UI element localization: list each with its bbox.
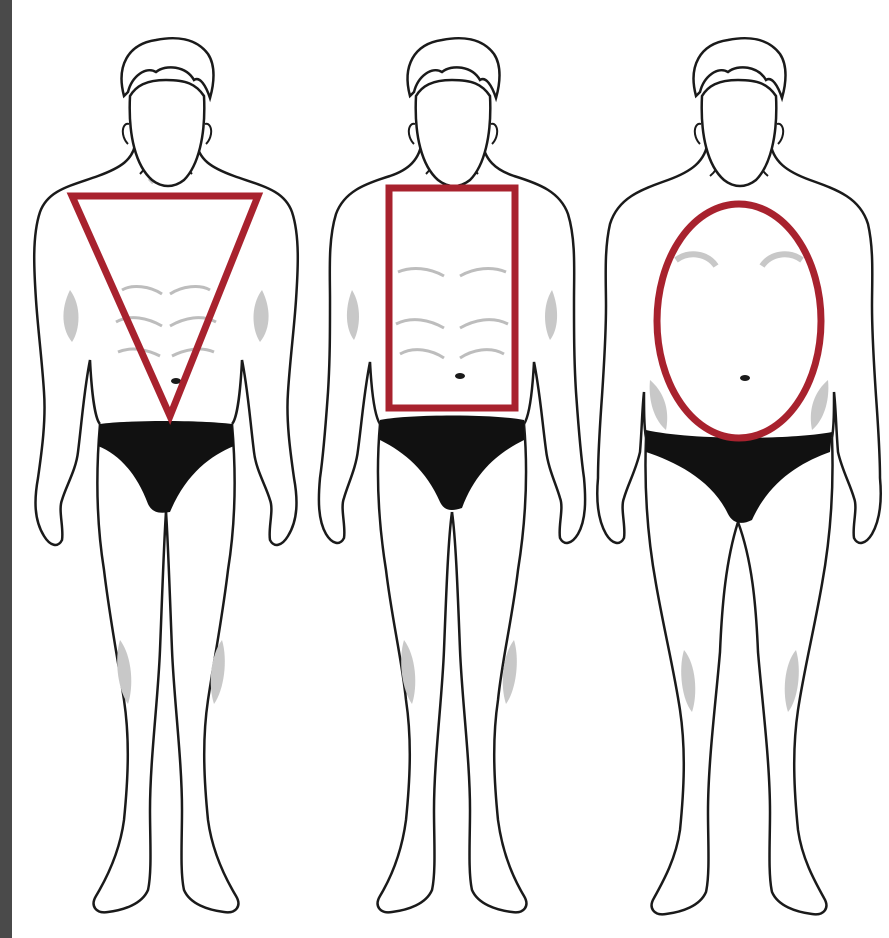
figure-oval bbox=[597, 38, 880, 914]
inverted-triangle-shape bbox=[72, 196, 258, 416]
underwear bbox=[646, 430, 832, 523]
figure-rectangle bbox=[319, 38, 585, 912]
figure-inverted-triangle bbox=[34, 38, 298, 912]
underwear bbox=[380, 416, 524, 511]
underwear bbox=[98, 421, 234, 513]
oval-shape bbox=[657, 204, 821, 438]
rectangle-shape bbox=[389, 188, 515, 408]
